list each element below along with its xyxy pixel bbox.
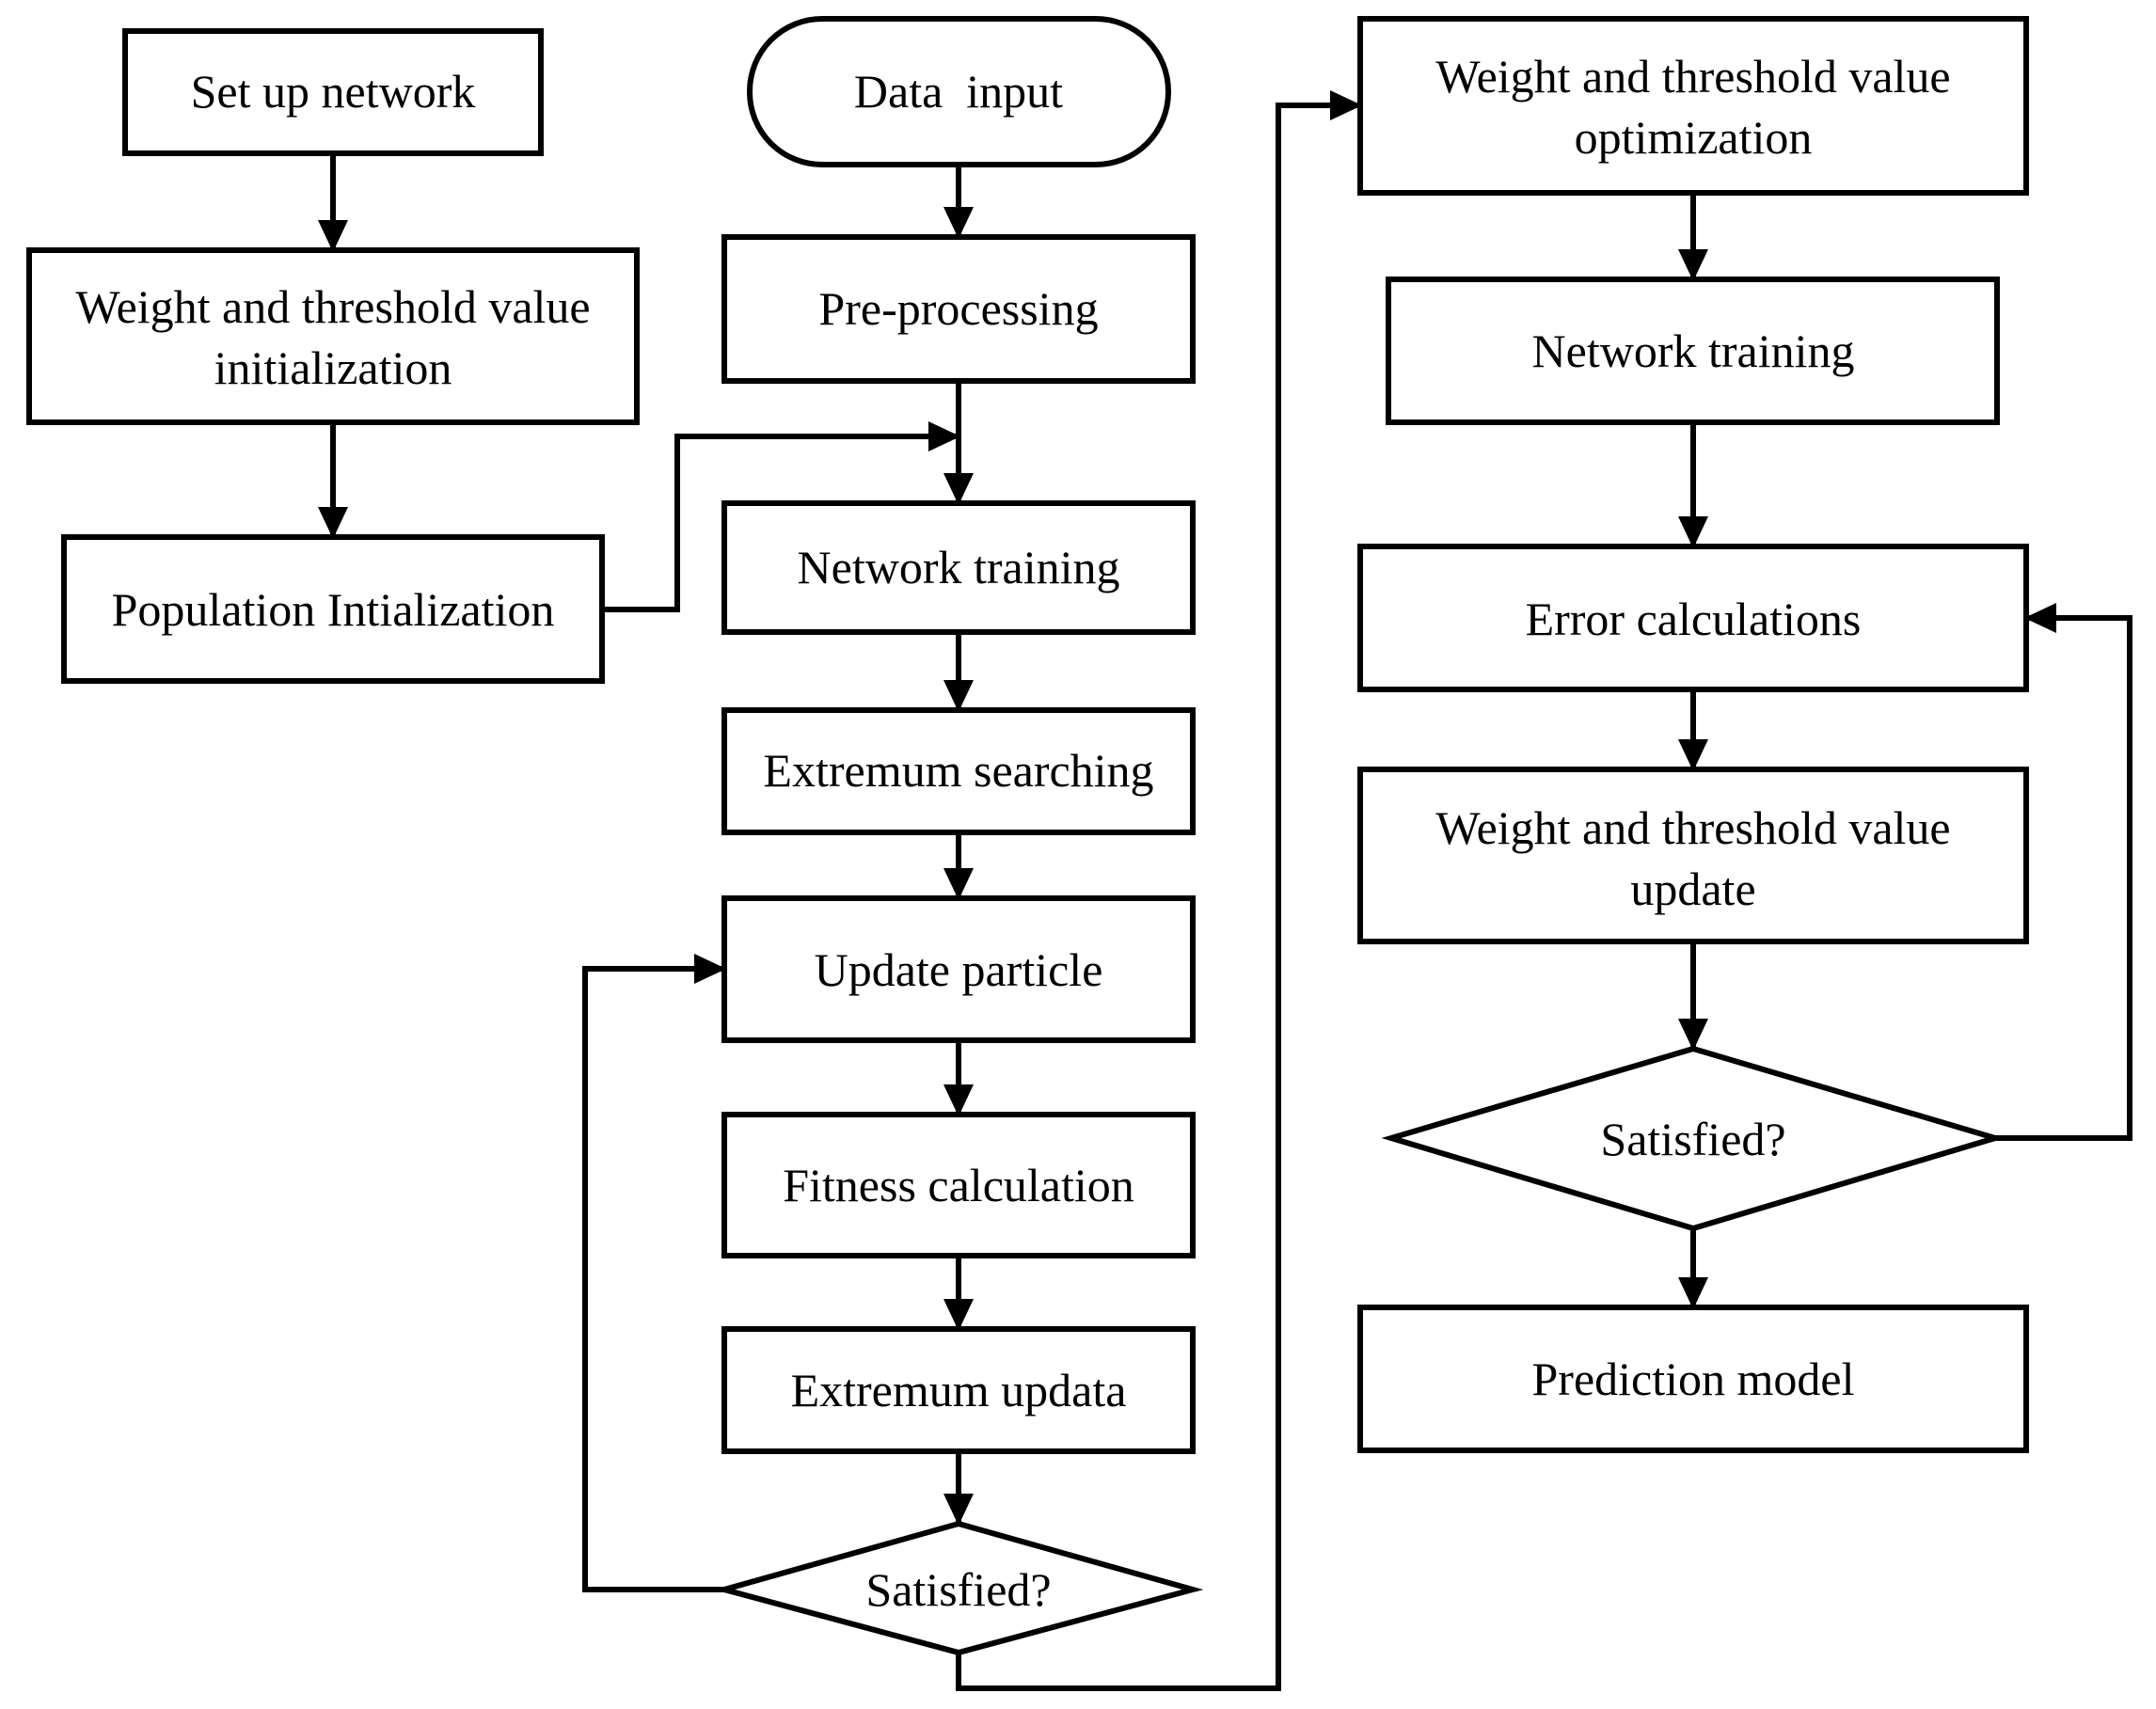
pre-processing-box xyxy=(721,234,1196,384)
weight-optimization-label-line1: Weight and threshold value xyxy=(1435,50,1950,103)
arrow-satisfied-to-weight-optimization xyxy=(956,90,1362,1691)
population-init-box xyxy=(61,534,605,684)
weight-init-label-line1: Weight and threshold value xyxy=(75,280,590,333)
set-up-network-label: Set up network xyxy=(191,65,476,118)
satisfied-2-label: Satisfied? xyxy=(1600,1113,1785,1165)
data-input-label: Data input xyxy=(854,65,1063,118)
fitness-calculation-label: Fitness calculation xyxy=(783,1159,1134,1211)
extremum-updata-label: Extremum updata xyxy=(791,1364,1127,1416)
population-init-label: Population Intialization xyxy=(112,583,555,636)
network-training-2-box xyxy=(1386,277,2000,425)
arrow-satisfied-loop-to-update-particle xyxy=(582,954,726,1592)
pre-processing-label: Pre-processing xyxy=(818,282,1098,335)
set-up-network-box xyxy=(122,28,544,156)
network-training-1-label: Network training xyxy=(798,541,1120,593)
satisfied-1-label: Satisfied? xyxy=(865,1563,1051,1616)
weight-optimization-box xyxy=(1357,16,2029,196)
update-particle-label: Update particle xyxy=(815,943,1103,996)
weight-update-label-line2: update xyxy=(1630,862,1755,915)
weight-init-label-line2: initialization xyxy=(214,341,452,394)
weight-optimization-label-line2: optimization xyxy=(1575,111,1813,164)
weight-update-label-line1: Weight and threshold value xyxy=(1435,801,1950,854)
arrow-satisfied-loop-to-error xyxy=(1995,603,2132,1141)
arrow-population-to-network-training xyxy=(602,421,960,612)
error-calculations-label: Error calculations xyxy=(1526,593,1862,645)
prediction-model-label: Prediction model xyxy=(1532,1353,1855,1405)
extremum-updata-box xyxy=(721,1326,1196,1454)
fitness-calculation-box xyxy=(721,1112,1196,1258)
extremum-searching-label: Extremum searching xyxy=(763,744,1153,797)
network-training-2-label: Network training xyxy=(1532,324,1855,377)
weight-update-box xyxy=(1357,767,2029,944)
weight-init-box xyxy=(26,247,640,425)
prediction-model-box xyxy=(1357,1305,2029,1453)
